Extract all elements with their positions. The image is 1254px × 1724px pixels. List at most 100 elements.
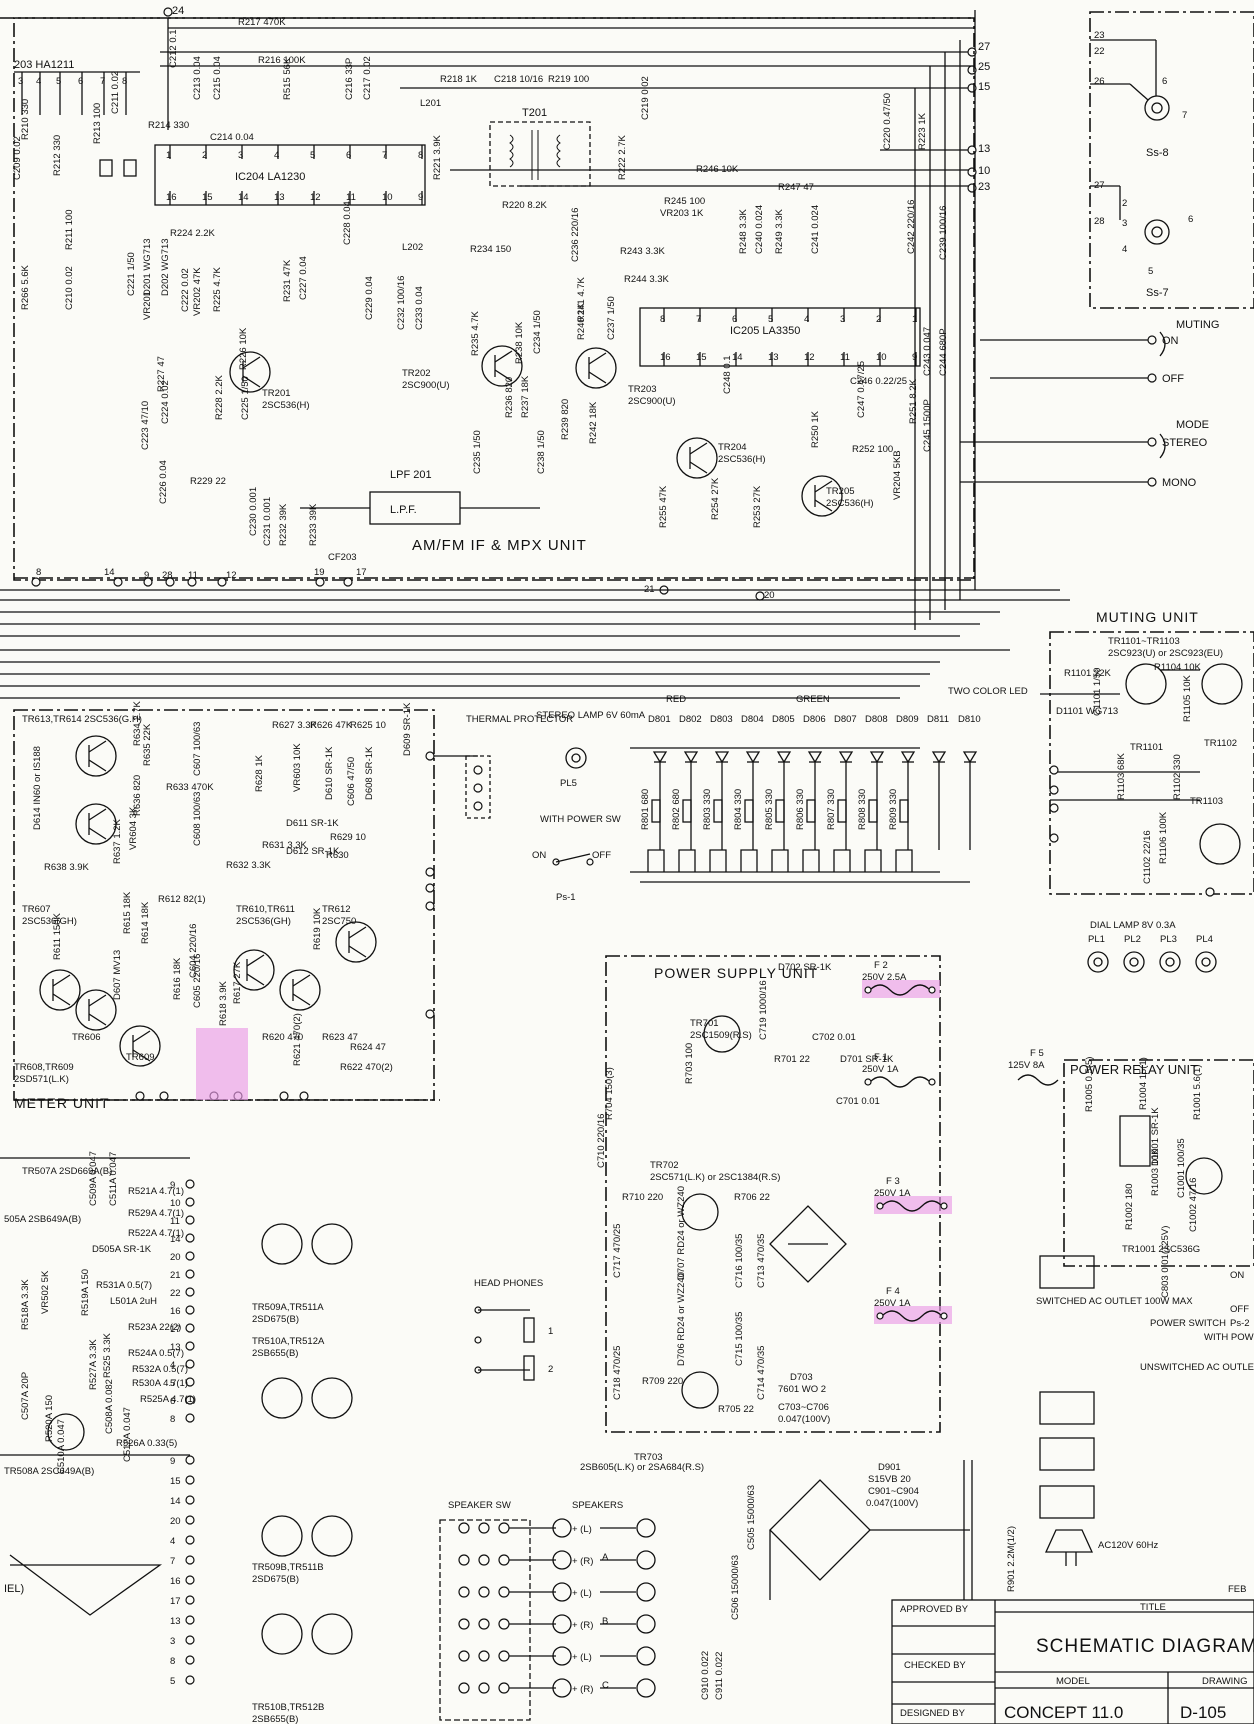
ic-pin-3: 3 [238,150,243,161]
r526a-0-33-5-label: R526A 0.33(5) [116,1438,177,1449]
ps1-label: Ps-1 [556,892,576,903]
mode-switch[interactable] [960,433,1166,487]
r213-100-label: R213 100 [92,103,103,144]
r223-1k-label: R223 1K [917,112,928,150]
c246-0-22-25-label: C246 0.22/25 [850,376,907,387]
f3-rating: 250V 1A [874,1188,911,1199]
ps1-switch[interactable] [552,853,594,866]
r615-18k-label: R615 18K [122,891,133,934]
r254-27k-label: R254 27K [710,477,721,520]
meter-transistor-6 [233,949,275,991]
d801-diode [652,751,668,764]
meter-transistor-4-collector [88,994,107,1007]
r624-47-label: R624 47 [350,1042,386,1053]
d703-type-label: 7601 WO 2 [778,1384,826,1395]
amp-a-pin-9: 9 [170,1180,175,1191]
power-relay-unit-title: POWER RELAY UNIT [1070,1062,1198,1077]
tr509a-type-label: 2SD675(B) [252,1314,299,1325]
c715-label: C715 100/35 [734,1312,745,1366]
tr1101-label: TR1101 [1130,742,1163,753]
r701-label: R701 22 [774,1054,810,1065]
f1-rating: 250V 1A [862,1064,899,1075]
pl1-filament [1093,957,1103,967]
led-switch-5 [771,849,789,872]
ha-pin-3: 3 [18,76,23,87]
speaker-terminal-plus [552,1614,572,1634]
vr204-5kb-label: VR204 5KB [892,450,903,500]
r808-330-resistor [868,799,878,823]
ic-pin-15: 15 [696,352,707,363]
ss8-label: Ss-8 [1146,147,1169,159]
tr201-type: 2SC536(H) [262,400,310,411]
r621-470-2-label: R621 470(2) [292,1013,303,1066]
pl4-label: PL4 [1196,934,1213,945]
r253-27k-label: R253 27K [752,485,763,528]
c211-0-02-label: C211 0.02 [110,71,121,114]
ss7-pin-4: 4 [1122,244,1127,255]
amp-a-pin-17: 17 [170,1324,181,1335]
mode-switch-title: MODE [1176,419,1209,431]
tr610-label: TR610,TR611 [236,904,295,915]
amp-b-pin-7: 7 [170,1556,175,1567]
thermal-label: THERMAL PROTECTOR [466,714,573,725]
l202-label: L202 [402,242,423,253]
meter-transistor-1-collector [88,740,107,753]
r1002-label: R1002 180 [1124,1184,1135,1230]
d804-diode [745,751,761,764]
r242-18k-label: R242 18K [588,401,599,444]
tr608-label: TR608,TR609 [14,1062,74,1073]
r246-10k-label: R246 10K [696,164,739,175]
r1102-label: R1102 330 [1172,754,1183,800]
d612-sr-1k-label: D612 SR-1K [286,846,340,857]
speaker-sw-contact-b [478,1650,490,1662]
ic-pin-1: 1 [912,314,917,325]
f3-terminal-b [940,1202,948,1210]
r801-680-resistor [651,799,661,823]
f2-terminal-b [928,986,936,994]
ss8-pin-26: 26 [1094,76,1105,87]
power-switch-label: POWER SWITCH [1150,1318,1226,1329]
ic-pin-14: 14 [238,192,249,203]
d802-label: D802 [679,714,702,725]
c608-100-63-label: C608 100/63 [192,792,203,846]
r224-2-2k-label: R224 2.2K [170,228,216,239]
r807-330-resistor [837,799,847,823]
c243-0-047-label: C243 0.047 [922,327,933,376]
c218-10-16-label: C218 10/16 [494,74,543,85]
f4-terminal-a [876,1312,884,1320]
tr610-type: 2SC536(GH) [236,916,291,927]
if-term-9: 9 [144,570,149,581]
ic-pin-8: 8 [418,150,423,161]
r210-330-label: R210 330 [20,99,31,140]
amp-a-pin-node [185,1377,195,1387]
tr204-label: TR204 [718,442,747,453]
headphone-pin-1: 1 [548,1326,553,1337]
d801-label: D801 [648,714,671,725]
speaker-sw-contact-b [478,1586,490,1598]
r628-1k-label: R628 1K [254,754,265,792]
c702-label: C702 0.01 [812,1032,856,1043]
pl3-lamp [1159,951,1181,973]
tr606-label: TR606 [72,1032,101,1043]
tr202-label: TR202 [402,368,431,379]
tr202-symbol [481,345,523,387]
ps1-on: ON [532,850,546,861]
date-label: FEB [1228,1584,1246,1595]
amp-a-pin-20: 20 [170,1252,181,1263]
r619-10k-label: R619 10K [312,907,323,950]
c217-0-02-label: C217 0.02 [362,56,373,100]
pl2-lamp [1123,951,1145,973]
meter-transistor-7 [279,969,321,1011]
l501a-2uh-label: L501A 2uH [110,1296,157,1307]
muting-switch[interactable] [980,331,1166,383]
ic-pin-15: 15 [202,192,213,203]
r231-47k-label: R231 47K [282,259,293,302]
r630-label: R630 [326,850,349,861]
amp-a-pin-node [185,1395,195,1405]
meter-unit-title: METER UNIT [14,1095,110,1111]
stereo-lamp-label: STEREO LAMP 6V 60mA [536,710,646,721]
c220-0-47-50-label: C220 0.47/50 [882,93,893,150]
